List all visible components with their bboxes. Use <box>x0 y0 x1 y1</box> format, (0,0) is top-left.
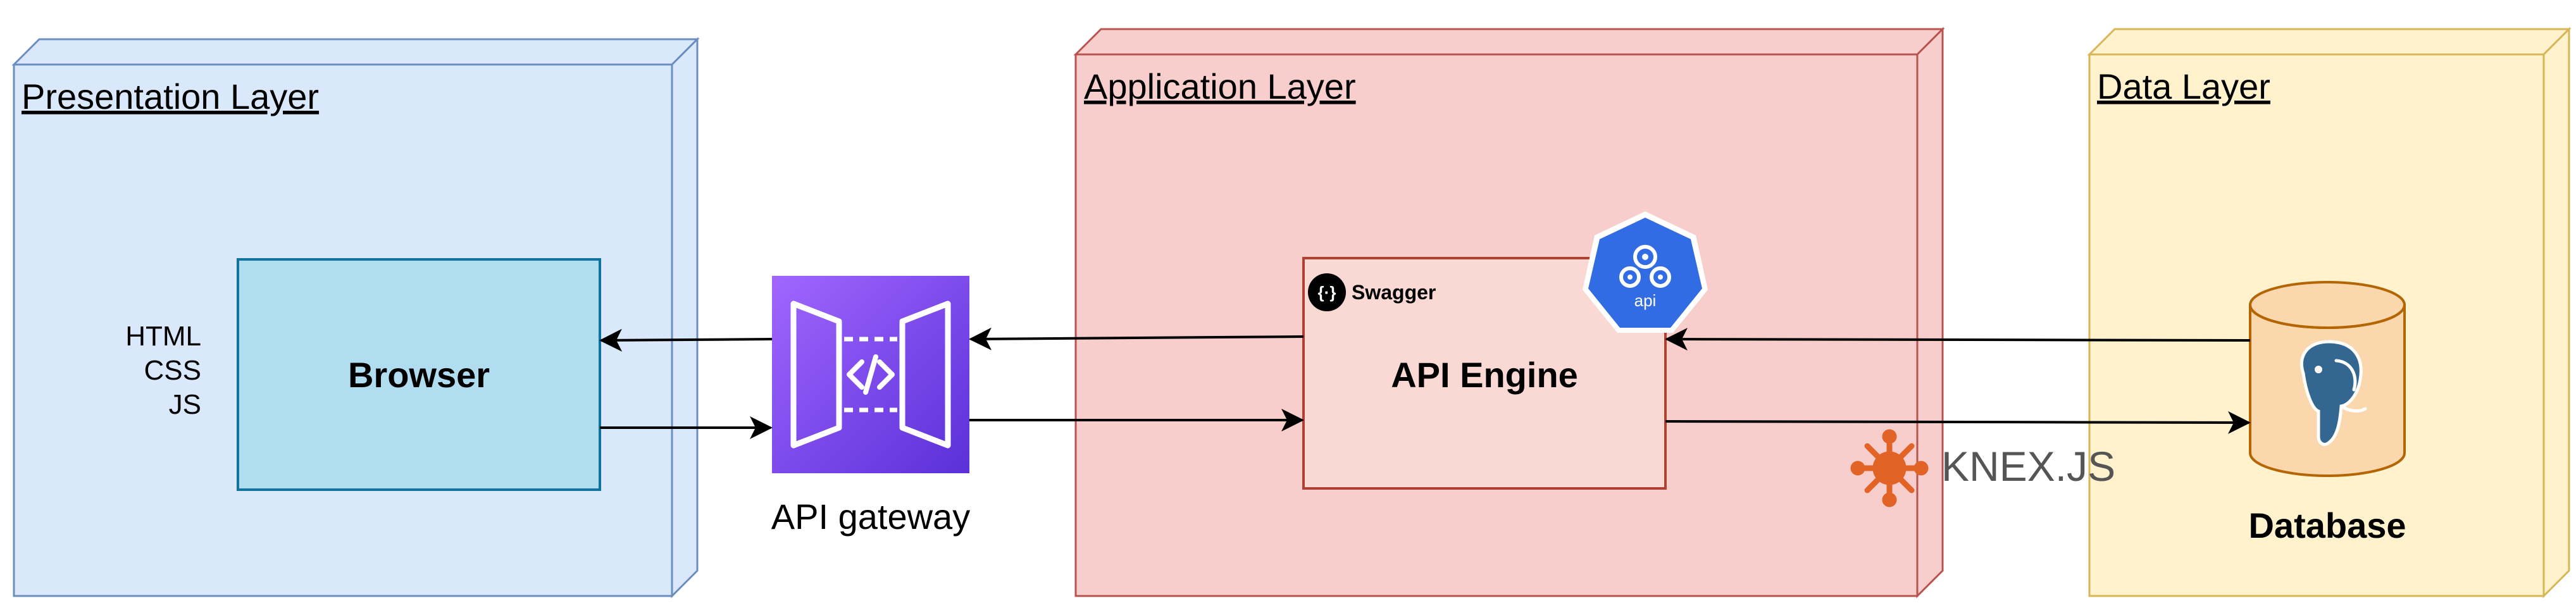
data-layer-top <box>2087 28 2572 56</box>
application-layer-side <box>1916 27 1944 599</box>
data-layer-title: Data Layer <box>2097 66 2270 106</box>
api-gateway-icon <box>772 276 969 473</box>
api-engine-label: API Engine <box>1391 355 1578 395</box>
database-node[interactable]: Database <box>2248 281 2406 545</box>
knex-label: KNEX.JS <box>1941 443 2115 490</box>
browser-label: Browser <box>348 355 490 395</box>
browser-tech-list: HTML CSS JS <box>125 321 201 420</box>
arrow-gateway-to-browser <box>599 328 773 352</box>
swagger-label: Swagger <box>1352 281 1436 304</box>
application-layer-top <box>1073 28 1945 56</box>
presentation-layer-top <box>11 38 700 66</box>
api-gateway-label: API gateway <box>771 497 970 537</box>
api-badge-icon: api <box>1583 211 1708 333</box>
application-layer-title: Application Layer <box>1084 66 1356 106</box>
tech-js: JS <box>169 389 201 420</box>
tech-html: HTML <box>125 321 201 352</box>
presentation-layer-title: Presentation Layer <box>22 77 319 116</box>
swagger-icon <box>1308 273 1346 311</box>
swagger-logo: {·} Swagger <box>1308 273 1436 311</box>
arrow-engine-to-gateway <box>969 327 1304 351</box>
arrow-database-to-engine <box>1665 328 2251 351</box>
database-label: Database <box>2248 506 2406 545</box>
connectors <box>599 327 2251 439</box>
arrow-engine-to-database <box>1665 411 2251 434</box>
api-gateway-node[interactable]: API gateway <box>771 276 970 537</box>
tech-css: CSS <box>144 355 201 386</box>
api-engine-node[interactable]: API Engine {·} Swagger api <box>1302 211 1708 490</box>
knex-logo-icon <box>1850 429 1929 507</box>
api-badge-label: api <box>1634 291 1657 310</box>
browser-box[interactable] <box>237 258 601 491</box>
presentation-layer-side <box>671 37 699 599</box>
knex-logo: KNEX.JS <box>1850 429 2115 507</box>
postgresql-elephant-icon <box>2299 340 2367 446</box>
data-layer-side <box>2542 27 2570 599</box>
svg-text:{·}: {·} <box>1318 283 1336 302</box>
browser-node[interactable]: Browser <box>237 258 601 491</box>
